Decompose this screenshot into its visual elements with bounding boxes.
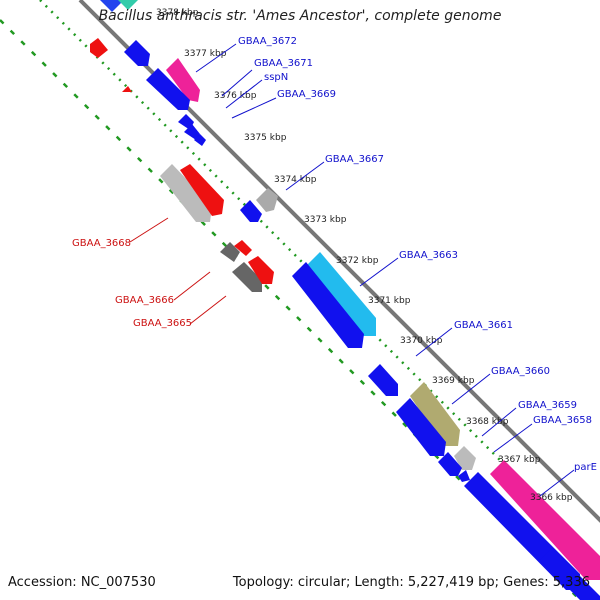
gene-label[interactable]: GBAA_3661 [454,320,513,331]
gene-arrow[interactable] [490,460,600,580]
gene-label[interactable]: GBAA_3666 [115,295,174,306]
kbp-tick-label: 3369 kbp [432,376,475,386]
gene-label[interactable]: GBAA_3668 [72,238,131,249]
gene-arrow[interactable] [184,124,200,140]
gene-arrow[interactable] [122,86,132,92]
kbp-tick-labels: 3378 kbp 3377 kbp 3376 kbp 3375 kbp 3374… [156,8,573,503]
gene-arrow[interactable] [90,38,108,58]
gene-label[interactable]: parE [574,462,597,473]
gene-arrow[interactable] [396,398,446,456]
kbp-tick-label: 3370 kbp [400,336,443,346]
kbp-tick-label: 3368 kbp [466,417,509,427]
kbp-tick-label: 3371 kbp [368,296,411,306]
gene-arrow[interactable] [194,134,206,146]
gene-arrow[interactable] [368,364,398,396]
gene-arrow[interactable] [124,40,150,66]
genome-title: Bacillus anthracis str. 'Ames Ancestor',… [98,8,502,24]
accession-text: Accession: NC_007530 [8,575,156,590]
gene-arrow[interactable] [438,452,462,476]
gene-arrow[interactable] [146,68,190,110]
forward-features [96,0,600,600]
gene-arrow[interactable] [458,470,470,482]
gene-arrow[interactable] [116,0,144,10]
gene-arrow[interactable] [292,262,364,348]
gene-arrow[interactable] [248,256,274,284]
gene-label[interactable]: GBAA_3663 [399,250,458,261]
topology-text: Topology: circular; Length: 5,227,419 bp… [232,575,590,590]
gene-label[interactable]: GBAA_3667 [325,154,384,165]
kbp-tick-label: 3372 kbp [336,256,379,266]
kbp-tick-label: 3378 kbp [156,8,199,18]
kbp-tick-label: 3374 kbp [274,175,317,185]
kbp-tick-label: 3376 kbp [214,91,257,101]
reverse-features [90,38,274,292]
gene-arrow[interactable] [540,548,600,600]
gene-arrow[interactable] [306,252,376,336]
inner-tick-track [0,19,581,600]
gene-label[interactable]: GBAA_3659 [518,400,577,411]
gene-label[interactable]: sspN [264,72,288,83]
gene-label[interactable]: GBAA_3669 [277,89,336,100]
gene-arrow[interactable] [232,262,262,292]
kbp-tick-label: 3373 kbp [304,215,347,225]
gene-label[interactable]: GBAA_3658 [533,415,592,426]
gene-label[interactable]: GBAA_3660 [491,366,550,377]
gene-arrow[interactable] [180,164,224,216]
gene-arrow[interactable] [96,0,124,12]
gene-arrow[interactable] [166,58,200,102]
gene-arrow[interactable] [220,242,240,262]
gene-label[interactable]: GBAA_3671 [254,58,313,69]
gene-label[interactable]: GBAA_3665 [133,318,192,329]
gene-arrow[interactable] [234,240,252,256]
kbp-tick-label: 3367 kbp [498,455,541,465]
kbp-tick-label: 3375 kbp [244,133,287,143]
gene-arrow[interactable] [240,200,262,222]
gene-arrow[interactable] [160,164,212,222]
gene-labels: GBAA_3672 GBAA_3671 sspN GBAA_3669 GBAA_… [72,36,597,473]
kbp-tick-label: 3366 kbp [530,493,573,503]
kbp-tick-label: 3377 kbp [184,49,227,59]
gene-leader-lines [129,43,575,497]
gene-arrow[interactable] [410,382,460,446]
gene-label[interactable]: GBAA_3672 [238,36,297,47]
gene-arrow[interactable] [256,188,278,212]
gene-arrow[interactable] [454,446,476,470]
